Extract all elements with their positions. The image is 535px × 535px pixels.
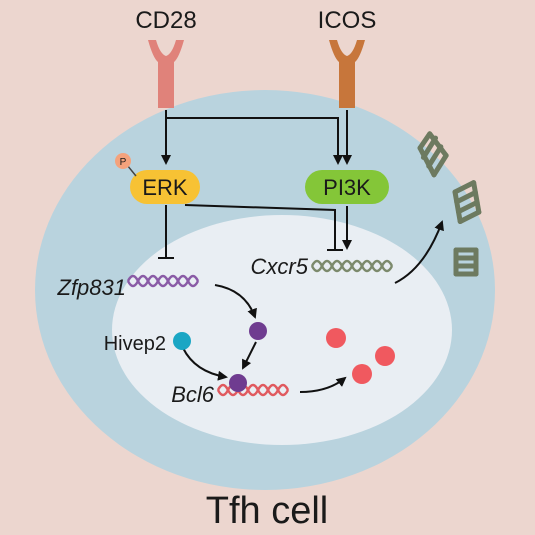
cd28-label: CD28 xyxy=(135,7,196,34)
cxcr5-gene: Cxcr5 xyxy=(251,254,394,279)
signaling-arrows xyxy=(158,110,444,393)
hivep2-dot xyxy=(173,332,191,350)
cxcr5-surface-receptors xyxy=(417,131,482,277)
bcl6-dna-icon xyxy=(216,383,290,397)
zfp831-protein-dot xyxy=(249,322,267,340)
cd28-receptor xyxy=(148,40,184,108)
icos-label: ICOS xyxy=(318,7,377,34)
zfp831-dna-icon xyxy=(126,274,200,288)
cxcr5-label: Cxcr5 xyxy=(251,254,309,279)
zfp831-label: Zfp831 xyxy=(57,275,127,300)
zfp831-gene: Zfp831 xyxy=(57,274,200,300)
bcl6-protein-dots xyxy=(326,328,395,384)
pi3k-label: PI3K xyxy=(323,175,371,200)
cxcr5-dna-icon xyxy=(310,259,394,273)
erk-label: ERK xyxy=(142,175,188,200)
surface-receptor-icon xyxy=(453,247,479,277)
cell-title: Tfh cell xyxy=(206,490,328,532)
erk-kinase: P ERK xyxy=(115,153,200,204)
bcl6-bound-protein-dot xyxy=(229,374,247,392)
phosphate-icon xyxy=(115,153,131,169)
nucleus xyxy=(112,215,452,445)
pi3k-kinase: PI3K xyxy=(305,170,389,204)
bcl6-gene: Bcl6 xyxy=(171,382,290,407)
surface-receptor-icon xyxy=(452,180,482,225)
hivep2-factor: Hivep2 xyxy=(104,332,191,355)
hivep2-label: Hivep2 xyxy=(104,333,166,355)
surface-receptor-icon xyxy=(417,131,449,178)
phosphate-label: P xyxy=(120,157,127,168)
icos-receptor xyxy=(329,40,365,108)
bcl6-label: Bcl6 xyxy=(171,382,215,407)
